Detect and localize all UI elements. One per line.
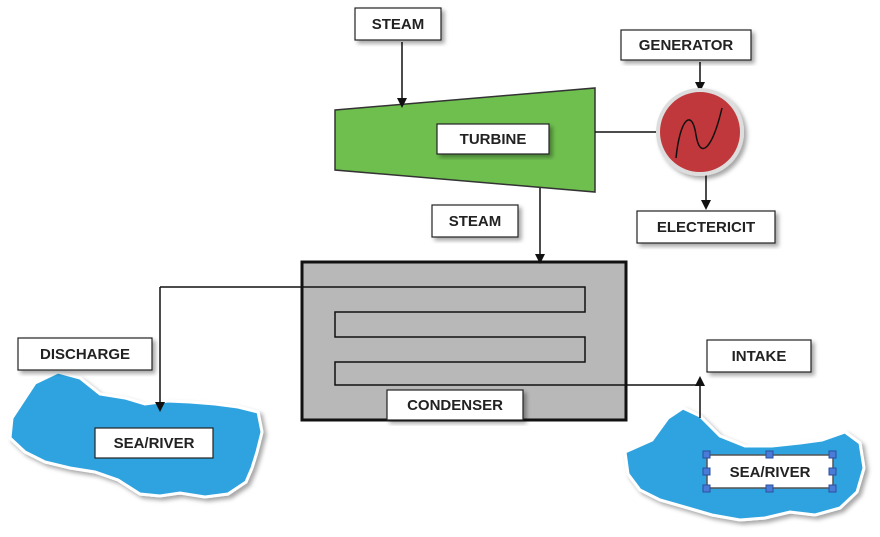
label-steam-top-text: STEAM	[372, 16, 425, 33]
generator-circle	[656, 88, 744, 176]
label-sea-right-text: SEA/RIVER	[730, 464, 811, 481]
label-steam-mid-text: STEAM	[449, 213, 502, 230]
sine-wave-icon	[675, 107, 723, 159]
label-intake: INTAKE	[706, 339, 812, 373]
label-sea-right[interactable]: SEA/RIVER	[702, 450, 837, 493]
label-sea-left-text: SEA/RIVER	[114, 435, 195, 452]
label-generator-text: GENERATOR	[639, 37, 734, 54]
label-condenser-text: CONDENSER	[407, 397, 503, 414]
label-discharge-text: DISCHARGE	[40, 346, 130, 363]
label-generator: GENERATOR	[620, 29, 752, 61]
label-steam-top: STEAM	[354, 7, 442, 41]
label-electricity: ELECTERICIT	[636, 210, 776, 244]
condenser-coil	[160, 286, 700, 386]
selection-handles[interactable]	[702, 450, 837, 493]
label-steam-mid: STEAM	[431, 204, 519, 238]
label-turbine-text: TURBINE	[460, 131, 527, 148]
label-discharge: DISCHARGE	[17, 337, 153, 371]
label-electricity-text: ELECTERICIT	[657, 219, 755, 236]
label-turbine: TURBINE	[436, 123, 550, 155]
label-condenser: CONDENSER	[386, 389, 524, 421]
label-sea-left: SEA/RIVER	[94, 427, 214, 459]
label-intake-text: INTAKE	[732, 348, 787, 365]
